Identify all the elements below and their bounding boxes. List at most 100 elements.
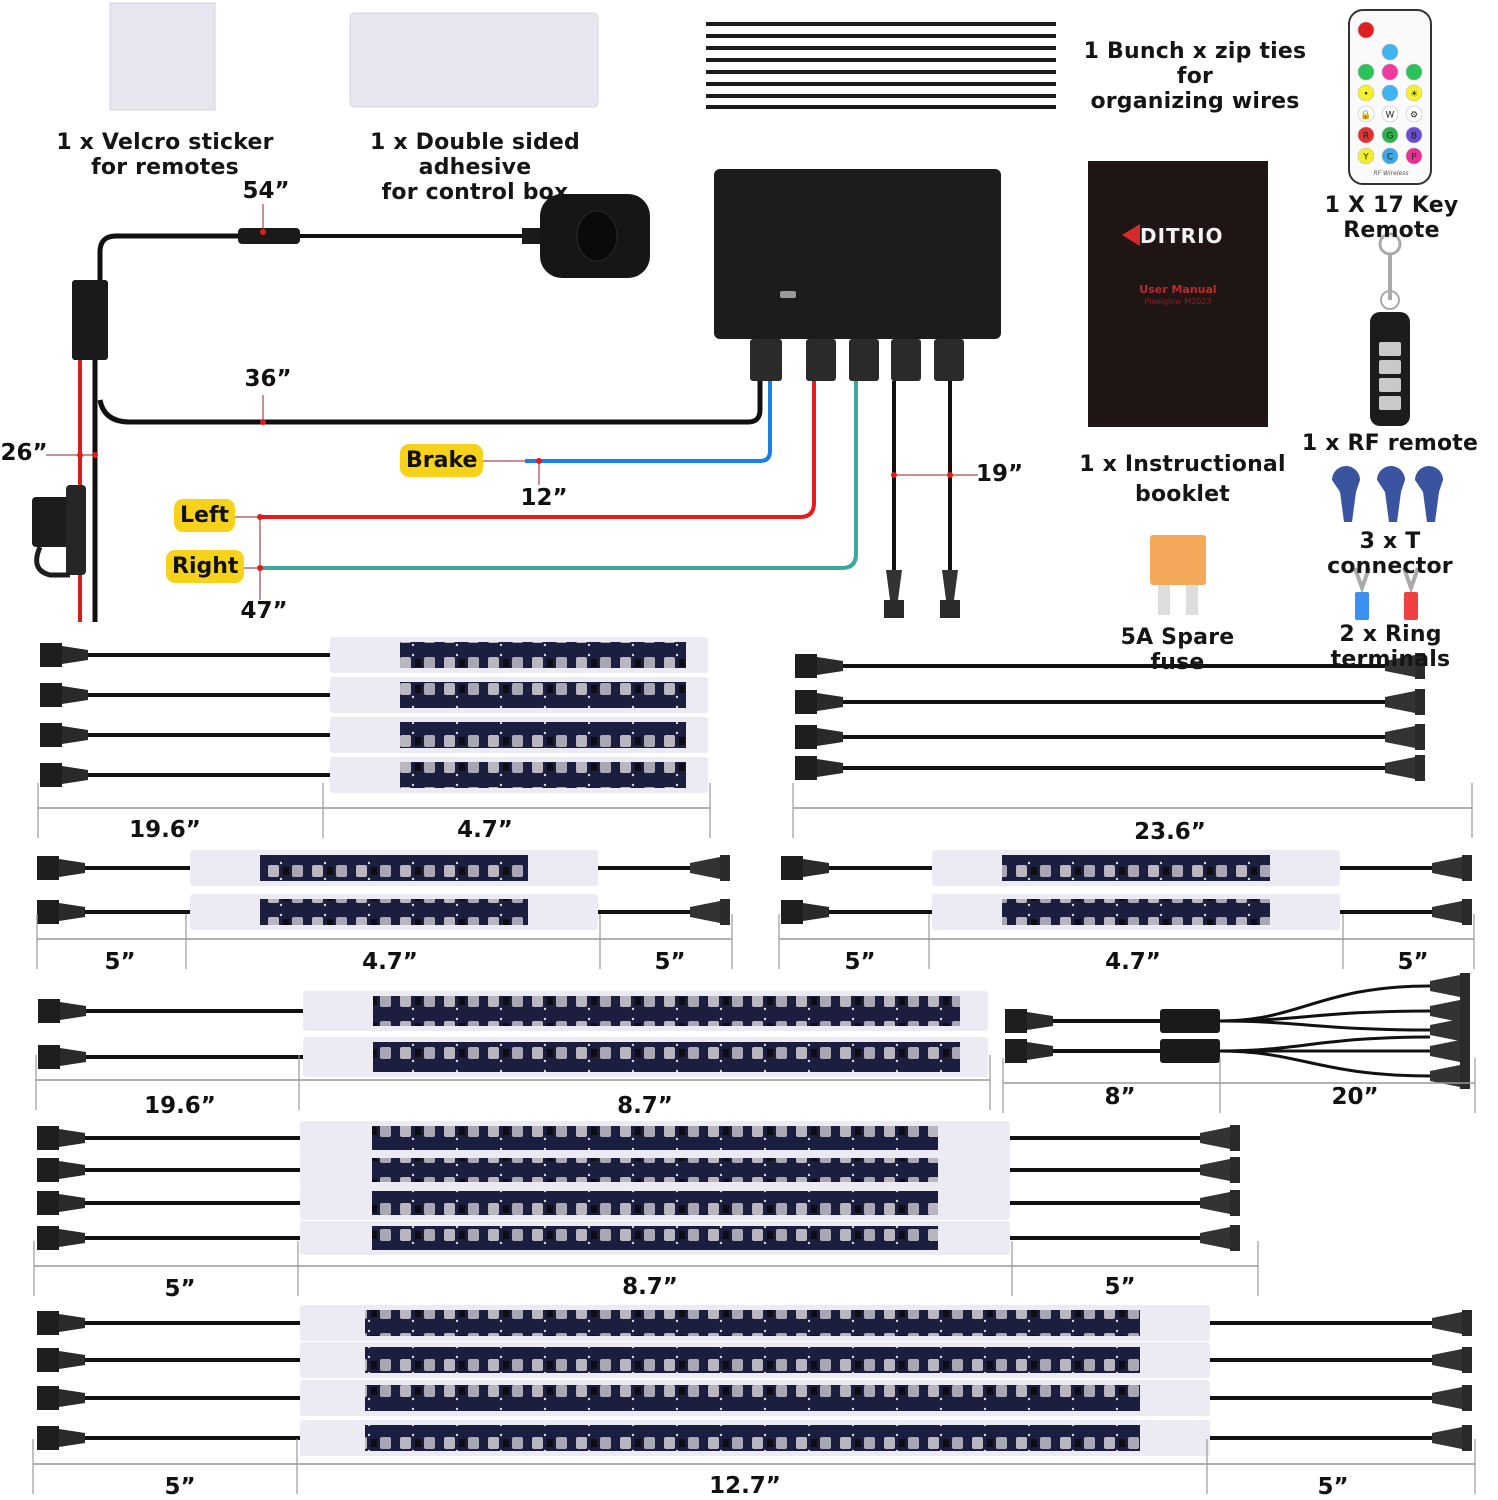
remote-key — [1357, 105, 1375, 123]
female-connector — [1430, 1019, 1460, 1041]
velcro-label: 1 x Velcro sticker for remotes — [40, 130, 290, 180]
remote-key — [1357, 147, 1375, 165]
led-strip — [1002, 855, 1270, 881]
t-connectors — [1332, 466, 1443, 522]
male-connector — [37, 1348, 59, 1372]
led-strip — [372, 1158, 938, 1182]
booklet-label-line1: 1 x Instructional — [1079, 452, 1286, 477]
remote-key-label: G — [1387, 132, 1394, 142]
remote-key-label: B — [1411, 132, 1417, 142]
power-plug — [72, 280, 108, 360]
zip-ties-label-line1: 1 Bunch x zip ties for — [1083, 39, 1307, 89]
remote-key — [1357, 126, 1375, 144]
remote-key-label: ☀ — [1410, 90, 1418, 100]
dim-g8-strip: 12.7” — [709, 1473, 781, 1499]
tag-right: Right — [166, 550, 245, 583]
dim-g3-left: 5” — [104, 949, 136, 975]
t-connector-label: 3 x T connector — [1327, 529, 1453, 579]
led-strip — [365, 1385, 1140, 1411]
led-strip — [400, 762, 686, 788]
booklet-cover-subtitle: Pixelglow M2023 — [1144, 297, 1212, 306]
female-connector — [1200, 1159, 1230, 1181]
adhesive-label-line1: 1 x Double sided adhesive — [370, 130, 580, 180]
remote-key — [1405, 84, 1423, 102]
male-connector — [37, 1158, 59, 1182]
dim-turn-cables: 47” — [240, 598, 288, 624]
female-connector — [1432, 1427, 1462, 1449]
dim-g1-strip: 4.7” — [457, 817, 513, 843]
dim-g4-right: 5” — [1397, 949, 1429, 975]
remote-key — [1405, 126, 1423, 144]
female-connector — [1432, 1312, 1462, 1334]
adhesive-label-line2: for control box — [381, 180, 569, 205]
dim-g7-strip: 8.7” — [622, 1274, 678, 1300]
dim-g6-left: 8” — [1104, 1084, 1136, 1110]
female-connector — [1385, 757, 1415, 779]
led-strip — [400, 722, 686, 748]
female-connector — [1200, 1127, 1230, 1149]
dim-g5-cable: 19.6” — [144, 1093, 216, 1119]
dim-g4-left: 5” — [844, 949, 876, 975]
remote-key — [1381, 43, 1399, 61]
male-connector — [1005, 1009, 1027, 1033]
remote-key-label: P — [1411, 153, 1417, 163]
velcro-sticker — [109, 2, 216, 111]
dim-g8-right: 5” — [1317, 1474, 1349, 1500]
inline-connector — [238, 228, 300, 244]
remote-key-label: C — [1387, 153, 1393, 163]
tag-brake: Brake — [400, 444, 484, 477]
dim-g2-total: 23.6” — [1134, 819, 1206, 845]
splitter — [1160, 1009, 1220, 1033]
male-connector — [37, 1311, 59, 1335]
dim-g7-left: 5” — [164, 1276, 196, 1302]
dim-g8-left: 5” — [164, 1474, 196, 1500]
male-connector — [37, 1226, 59, 1250]
booklet-cover-title: User Manual — [1139, 283, 1217, 296]
dim-g4-strip: 4.7” — [1105, 949, 1161, 975]
zip-ties-label: 1 Bunch x zip ties for organizing wires — [1065, 39, 1325, 114]
female-connector — [1430, 1000, 1460, 1022]
dim-output-cables: 19” — [976, 461, 1024, 487]
remote-key — [1357, 84, 1375, 102]
remote-key — [1381, 84, 1399, 102]
instruction-booklet — [1088, 161, 1268, 427]
male-connector — [37, 1426, 59, 1450]
booklet-brand: DITRIO — [1140, 224, 1224, 248]
male-connector — [40, 643, 62, 667]
remote-key — [1381, 105, 1399, 123]
rf-remote-label: 1 x RF remote — [1301, 431, 1479, 456]
splitter — [1160, 1039, 1220, 1063]
male-connector — [38, 1045, 60, 1069]
adhesive-label: 1 x Double sided adhesive for control bo… — [310, 130, 640, 205]
booklet-label-line2: booklet — [1135, 482, 1230, 507]
remote-key-label: W — [1386, 111, 1395, 121]
ring-terminal-red — [1404, 592, 1418, 620]
female-connector — [690, 857, 720, 879]
zip-ties-label-line2: organizing wires — [1090, 89, 1300, 114]
led-strip — [400, 642, 686, 668]
male-connector — [37, 1191, 59, 1215]
dim-power-cable: 36” — [244, 366, 292, 392]
remote-key — [1405, 105, 1423, 123]
female-connector — [1385, 691, 1415, 713]
female-connector — [1432, 857, 1462, 879]
remote-key — [1381, 126, 1399, 144]
dim-g3-right: 5” — [654, 949, 686, 975]
dim-g3-strip: 4.7” — [362, 949, 418, 975]
male-connector — [37, 1386, 59, 1410]
zip-ties — [706, 22, 1056, 109]
female-connector — [1430, 975, 1460, 997]
led-strip — [373, 1042, 960, 1072]
led-strip — [1002, 899, 1270, 925]
remote-key-label: ⚙ — [1410, 111, 1418, 121]
control-box — [714, 169, 1001, 339]
male-connector — [1005, 1039, 1027, 1063]
female-connector — [1432, 1387, 1462, 1409]
female-connector — [1430, 1065, 1460, 1087]
male-connector — [37, 856, 59, 880]
dim-g5-strip: 8.7” — [617, 1093, 673, 1119]
led-strip — [400, 682, 686, 708]
male-connector — [781, 900, 803, 924]
remote-key — [1381, 63, 1399, 81]
